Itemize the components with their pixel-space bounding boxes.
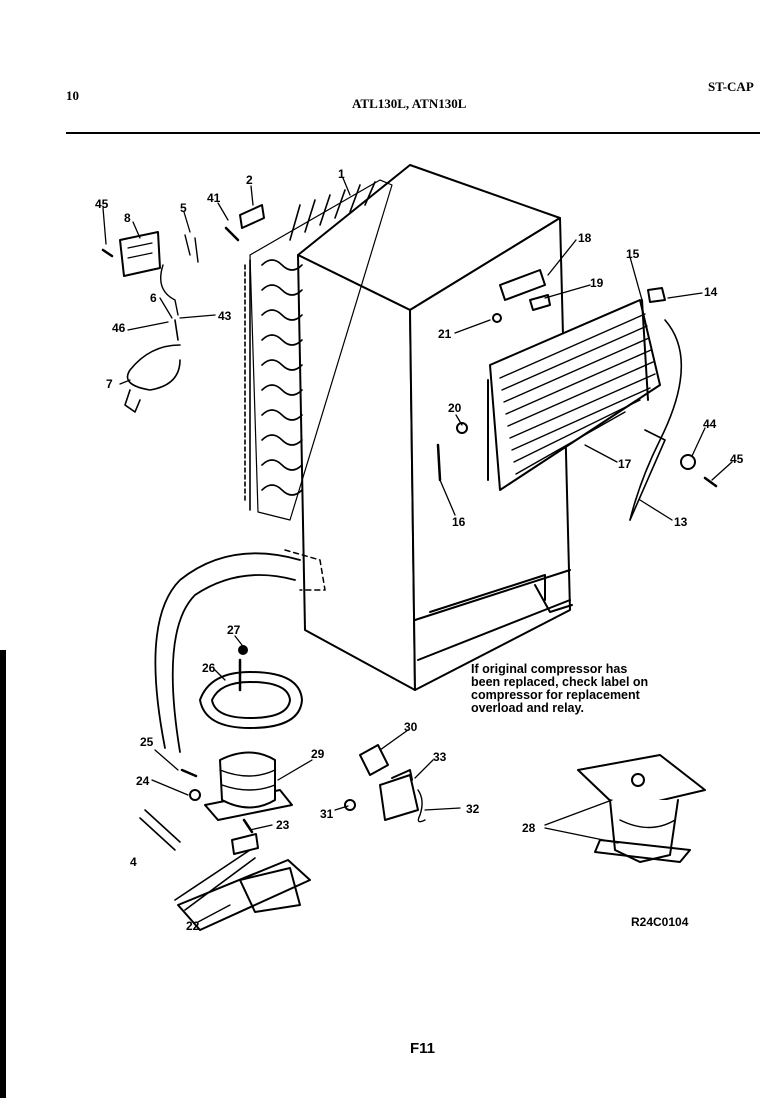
note-line: overload and relay.	[471, 701, 585, 715]
note-line: compressor for replacement	[471, 688, 640, 702]
note-line: If original compressor has	[471, 662, 628, 676]
callout-label: 25	[140, 735, 154, 749]
callout-label: 46	[112, 321, 126, 335]
callout-labels: 1 2 41 5 45 8 6 46 43 7 18 15 14 19 21 2…	[95, 167, 744, 933]
callout-label: 33	[433, 750, 447, 764]
callout-label: 7	[106, 377, 113, 391]
callout-label: 31	[320, 807, 334, 821]
compressor-replacement-note: If original compressor has been replaced…	[471, 663, 701, 715]
callout-label: 44	[703, 417, 717, 431]
cabinet-illustration	[297, 164, 573, 691]
header-rule	[66, 132, 760, 134]
callout-label: 21	[438, 327, 452, 341]
callout-label: 5	[180, 201, 187, 215]
callout-label: 6	[150, 291, 157, 305]
section-code: ST-CAP	[708, 79, 754, 94]
compressor-illustration	[204, 751, 293, 821]
page-number: 10	[66, 88, 79, 103]
compressor-base-illustration	[174, 833, 311, 931]
callout-label: 26	[202, 661, 216, 675]
callout-label: 18	[578, 231, 592, 245]
callout-label: 17	[618, 457, 632, 471]
callout-label: 13	[674, 515, 688, 529]
callout-label: 32	[466, 802, 480, 816]
condenser-coil-illustration	[244, 179, 393, 521]
power-cord-illustration	[124, 319, 181, 413]
callout-label: 16	[452, 515, 466, 529]
callout-label: 19	[590, 276, 604, 290]
callout-label: 41	[207, 191, 221, 205]
callout-label: 45	[730, 452, 744, 466]
callout-label: 20	[448, 401, 462, 415]
callout-label: 4	[130, 855, 137, 869]
figure-label: F11	[410, 1040, 436, 1057]
callout-label: 1	[338, 167, 345, 181]
evaporator-illustration	[487, 287, 683, 521]
note-line: been replaced, check label on	[471, 675, 649, 689]
callout-label: 22	[186, 919, 200, 933]
model-numbers: ATL130L, ATN130L	[352, 96, 467, 111]
callout-label: 2	[246, 173, 253, 187]
drain-hose-illustration	[154, 549, 326, 753]
callout-label: 30	[404, 720, 418, 734]
callout-label: 8	[124, 211, 131, 225]
callout-label: 28	[522, 821, 536, 835]
callout-label: 29	[311, 747, 325, 761]
callout-label: 45	[95, 197, 109, 211]
callout-label: 27	[227, 623, 241, 637]
callout-label: 24	[136, 774, 150, 788]
callout-label: 14	[704, 285, 718, 299]
callout-label: 23	[276, 818, 290, 832]
drawing-reference-code: R24C0104	[631, 915, 689, 929]
callout-label: 15	[626, 247, 640, 261]
scan-edge-shadow	[0, 650, 6, 1098]
callout-label: 43	[218, 309, 232, 323]
replacement-compressor-illustration	[577, 754, 706, 863]
